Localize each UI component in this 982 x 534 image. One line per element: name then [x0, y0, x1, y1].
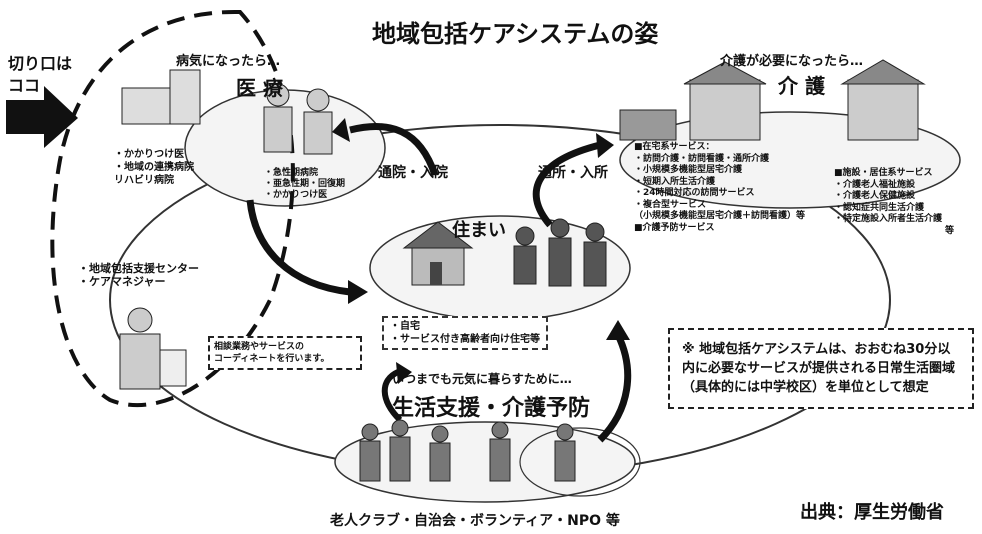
support-center-list: ・地域包括支援センター ・ケアマネジャー	[78, 262, 199, 288]
flow-arrow-living-left	[381, 369, 403, 423]
medical-left-item: リハビリ病院	[114, 175, 174, 186]
support-center-item: ・地域包括支援センター	[78, 262, 199, 275]
flow-label-facility: 通所・入所	[538, 165, 608, 181]
entry-arrow-icon	[6, 86, 78, 148]
flow-arrow-hospital	[349, 123, 439, 177]
living-groups: 老人クラブ・自治会・ボランティア・NPO 等	[330, 513, 620, 529]
page-title: 地域包括ケアシステムの姿	[372, 20, 659, 48]
medical-center-list: ・急性期病院 ・亜急性期・回復期 ・かかりつけ医	[264, 168, 345, 201]
care-home-item: ■介護予防サービス	[634, 222, 715, 233]
care-facility-item: ・介護老人保健施設	[834, 191, 916, 201]
housing-label: 住まい	[452, 220, 506, 241]
care-manager-icon	[119, 307, 187, 390]
care-facility-item: ■施設・居住系サービス	[834, 168, 933, 178]
flow-arrow-facility	[532, 141, 601, 228]
medical-caption: 病気になったら…	[176, 54, 281, 69]
care-facility-icon	[619, 59, 926, 141]
support-center-item: ・ケアマネジャー	[78, 275, 166, 288]
care-caption: 介護が必要になったら…	[720, 54, 864, 69]
medical-left-item: ・かかりつけ医	[114, 149, 185, 160]
care-facility-item: ・認知症共同生活介護	[834, 202, 925, 213]
care-heading: 介 護	[778, 74, 825, 98]
care-home-item: ・訪問介護・訪問看護・通所介護	[634, 153, 770, 164]
care-home-item: （小規模多機能型居宅介護＋訪問看護）等	[634, 211, 806, 221]
housing-item: ・自宅	[390, 321, 420, 332]
hospital-building-icon	[121, 69, 201, 125]
housing-list: ・自宅 ・サービス付き高齢者向け住宅等	[382, 316, 548, 350]
support-center-note: 相談業務やサービスの コーディネートを行います。	[208, 336, 362, 370]
doctor-nurse-icon	[263, 83, 333, 155]
entry-label-line2: ココ	[8, 76, 41, 95]
flow-label-hospital: 通院・入院	[378, 165, 448, 181]
entry-label-line1: 切り口は	[8, 54, 73, 73]
elderly-people-icon	[513, 218, 607, 287]
community-people-icon	[359, 419, 576, 482]
medical-center-item: ・亜急性期・回復期	[264, 179, 346, 189]
care-home-item: ・小規模多機能型居宅介護	[634, 165, 743, 175]
care-home-services: ■在宅系サービス： ・訪問介護・訪問看護・通所介護 ・小規模多機能型居宅介護 ・…	[634, 142, 805, 234]
care-home-item: ・短期入所生活介護	[634, 176, 716, 187]
flow-arrow-to-housing	[246, 199, 351, 296]
living-caption: いつまでも元気に暮らすために…	[392, 372, 572, 386]
care-facility-item: ・特定施設入所者生活介護	[834, 214, 943, 224]
care-home-item: ・24時間対応の訪問サービス	[634, 188, 755, 198]
medical-center-item: ・急性期病院	[264, 168, 319, 178]
scope-note: ※ 地域包括ケアシステムは、おおむね30分以内に必要なサービスが提供される日常生…	[668, 328, 974, 409]
care-facility-services: ■施設・居住系サービス ・介護老人福祉施設 ・介護老人保健施設 ・認知症共同生活…	[834, 168, 954, 237]
medical-heading: 医 療	[236, 76, 283, 100]
medical-left-list: ・かかりつけ医 ・地域の連携病院 リハビリ病院	[114, 148, 194, 187]
care-home-item: ・複合型サービス	[634, 199, 707, 210]
living-ellipse-right	[519, 427, 641, 497]
scope-dashed-boundary	[50, 9, 295, 407]
source-credit: 出典：厚生労働省	[800, 502, 944, 523]
flow-arrow-living-up	[597, 333, 632, 443]
care-facility-item: 等	[944, 225, 954, 236]
house-icon	[402, 221, 474, 286]
housing-item: ・サービス付き高齢者向け住宅等	[390, 334, 540, 345]
medical-left-item: ・地域の連携病院	[114, 162, 194, 173]
care-facility-item: ・介護老人福祉施設	[834, 179, 916, 190]
medical-center-item: ・かかりつけ医	[264, 190, 328, 200]
living-heading: 生活支援・介護予防	[392, 396, 591, 421]
care-home-item: ■在宅系サービス：	[634, 142, 715, 152]
